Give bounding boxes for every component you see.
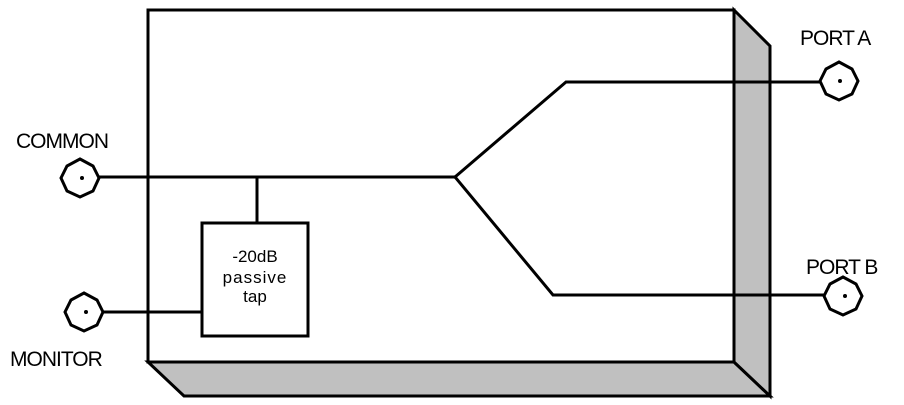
port-b-label: PORT B [806,256,877,279]
port-a-label: PORT A [800,27,871,50]
monitor-label: MONITOR [10,348,103,371]
port-b-connector-pin [843,294,847,298]
port-b-path [452,174,825,297]
tap-label-line3: tap [243,287,267,306]
tap-box [200,221,310,338]
signal-lines [98,80,825,314]
port-a-path [452,80,822,180]
box-bottom-face [144,360,774,398]
connector-common [59,157,101,199]
tap-label-line1: -20dB [232,247,277,266]
tap-label-line2: passive [223,268,288,287]
port-a-connector-pin [838,79,842,83]
connector-monitor [63,291,105,333]
monitor-connector-pin [84,310,88,314]
common-label: COMMON [16,130,108,153]
box-right-face [732,6,772,400]
passive-tap-block: -20dB passive tap [200,221,310,338]
common-connector-pin [80,176,84,180]
connector-port-a [818,60,860,102]
connector-port-b [822,275,864,317]
